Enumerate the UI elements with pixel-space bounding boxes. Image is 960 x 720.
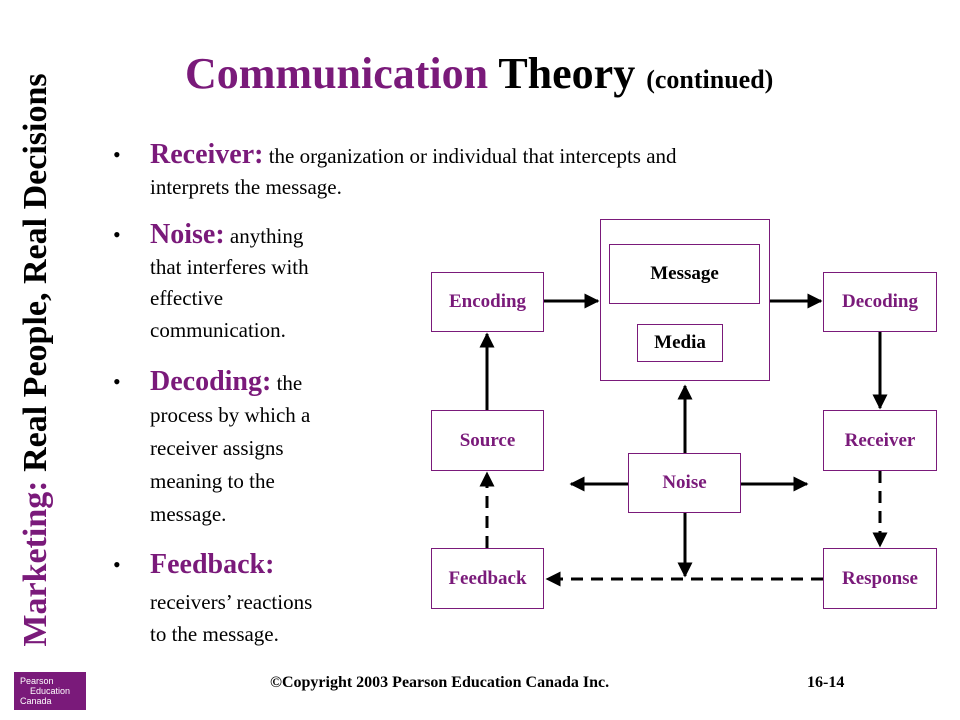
decoding-box: Decoding xyxy=(823,272,937,332)
response-box: Response xyxy=(823,548,937,609)
bullet-line: effective xyxy=(150,286,224,310)
bullet-line: anything xyxy=(224,224,304,248)
media-box: Media xyxy=(637,324,723,362)
bullet-line: the organization or individual that inte… xyxy=(263,144,677,168)
message-media-container xyxy=(600,219,770,381)
title-small: (continued) xyxy=(646,65,774,94)
footer-copyright: ©Copyright 2003 Pearson Education Canada… xyxy=(270,674,610,691)
encoding-box: Encoding xyxy=(431,272,544,332)
page-title: Communication Theory (continued) xyxy=(185,46,773,108)
bullet-line: interprets the message. xyxy=(150,175,342,199)
bullet-line: meaning to the xyxy=(150,469,275,493)
bullet-line: the xyxy=(271,371,303,395)
footer-page-number: 16-14 xyxy=(807,674,845,691)
bullet-term: Decoding: xyxy=(150,366,272,397)
bullet-dot: • xyxy=(113,552,121,577)
bullet-line: to the message. xyxy=(150,622,279,646)
bullet-term: Feedback: xyxy=(150,549,275,580)
bullet-line: that interferes with xyxy=(150,255,309,279)
bullet-dot: • xyxy=(113,222,121,247)
bullet-term: Noise: xyxy=(150,219,225,250)
bullet-term: Receiver: xyxy=(150,139,264,170)
logo-line: Canada xyxy=(20,696,52,706)
receiver-box: Receiver xyxy=(823,410,937,471)
noise-box: Noise xyxy=(628,453,741,513)
bullet-dot: • xyxy=(113,142,121,167)
pearson-logo: Pearson Education Canada xyxy=(14,672,86,710)
feedback-box: Feedback xyxy=(431,548,544,609)
bullet-dot: • xyxy=(113,369,121,394)
source-box: Source xyxy=(431,410,544,471)
bullet-line: communication. xyxy=(150,318,286,342)
message-box: Message xyxy=(609,244,760,304)
bullet-line: message. xyxy=(150,502,227,526)
title-accent: Communication xyxy=(185,49,489,98)
bullet-line: receivers’ reactions xyxy=(150,590,313,614)
logo-line: Pearson xyxy=(20,676,54,686)
bullet-line: process by which a xyxy=(150,403,311,427)
bullet-line: receiver assigns xyxy=(150,436,284,460)
logo-line: Education xyxy=(30,686,71,696)
title-main: Theory xyxy=(488,49,647,98)
